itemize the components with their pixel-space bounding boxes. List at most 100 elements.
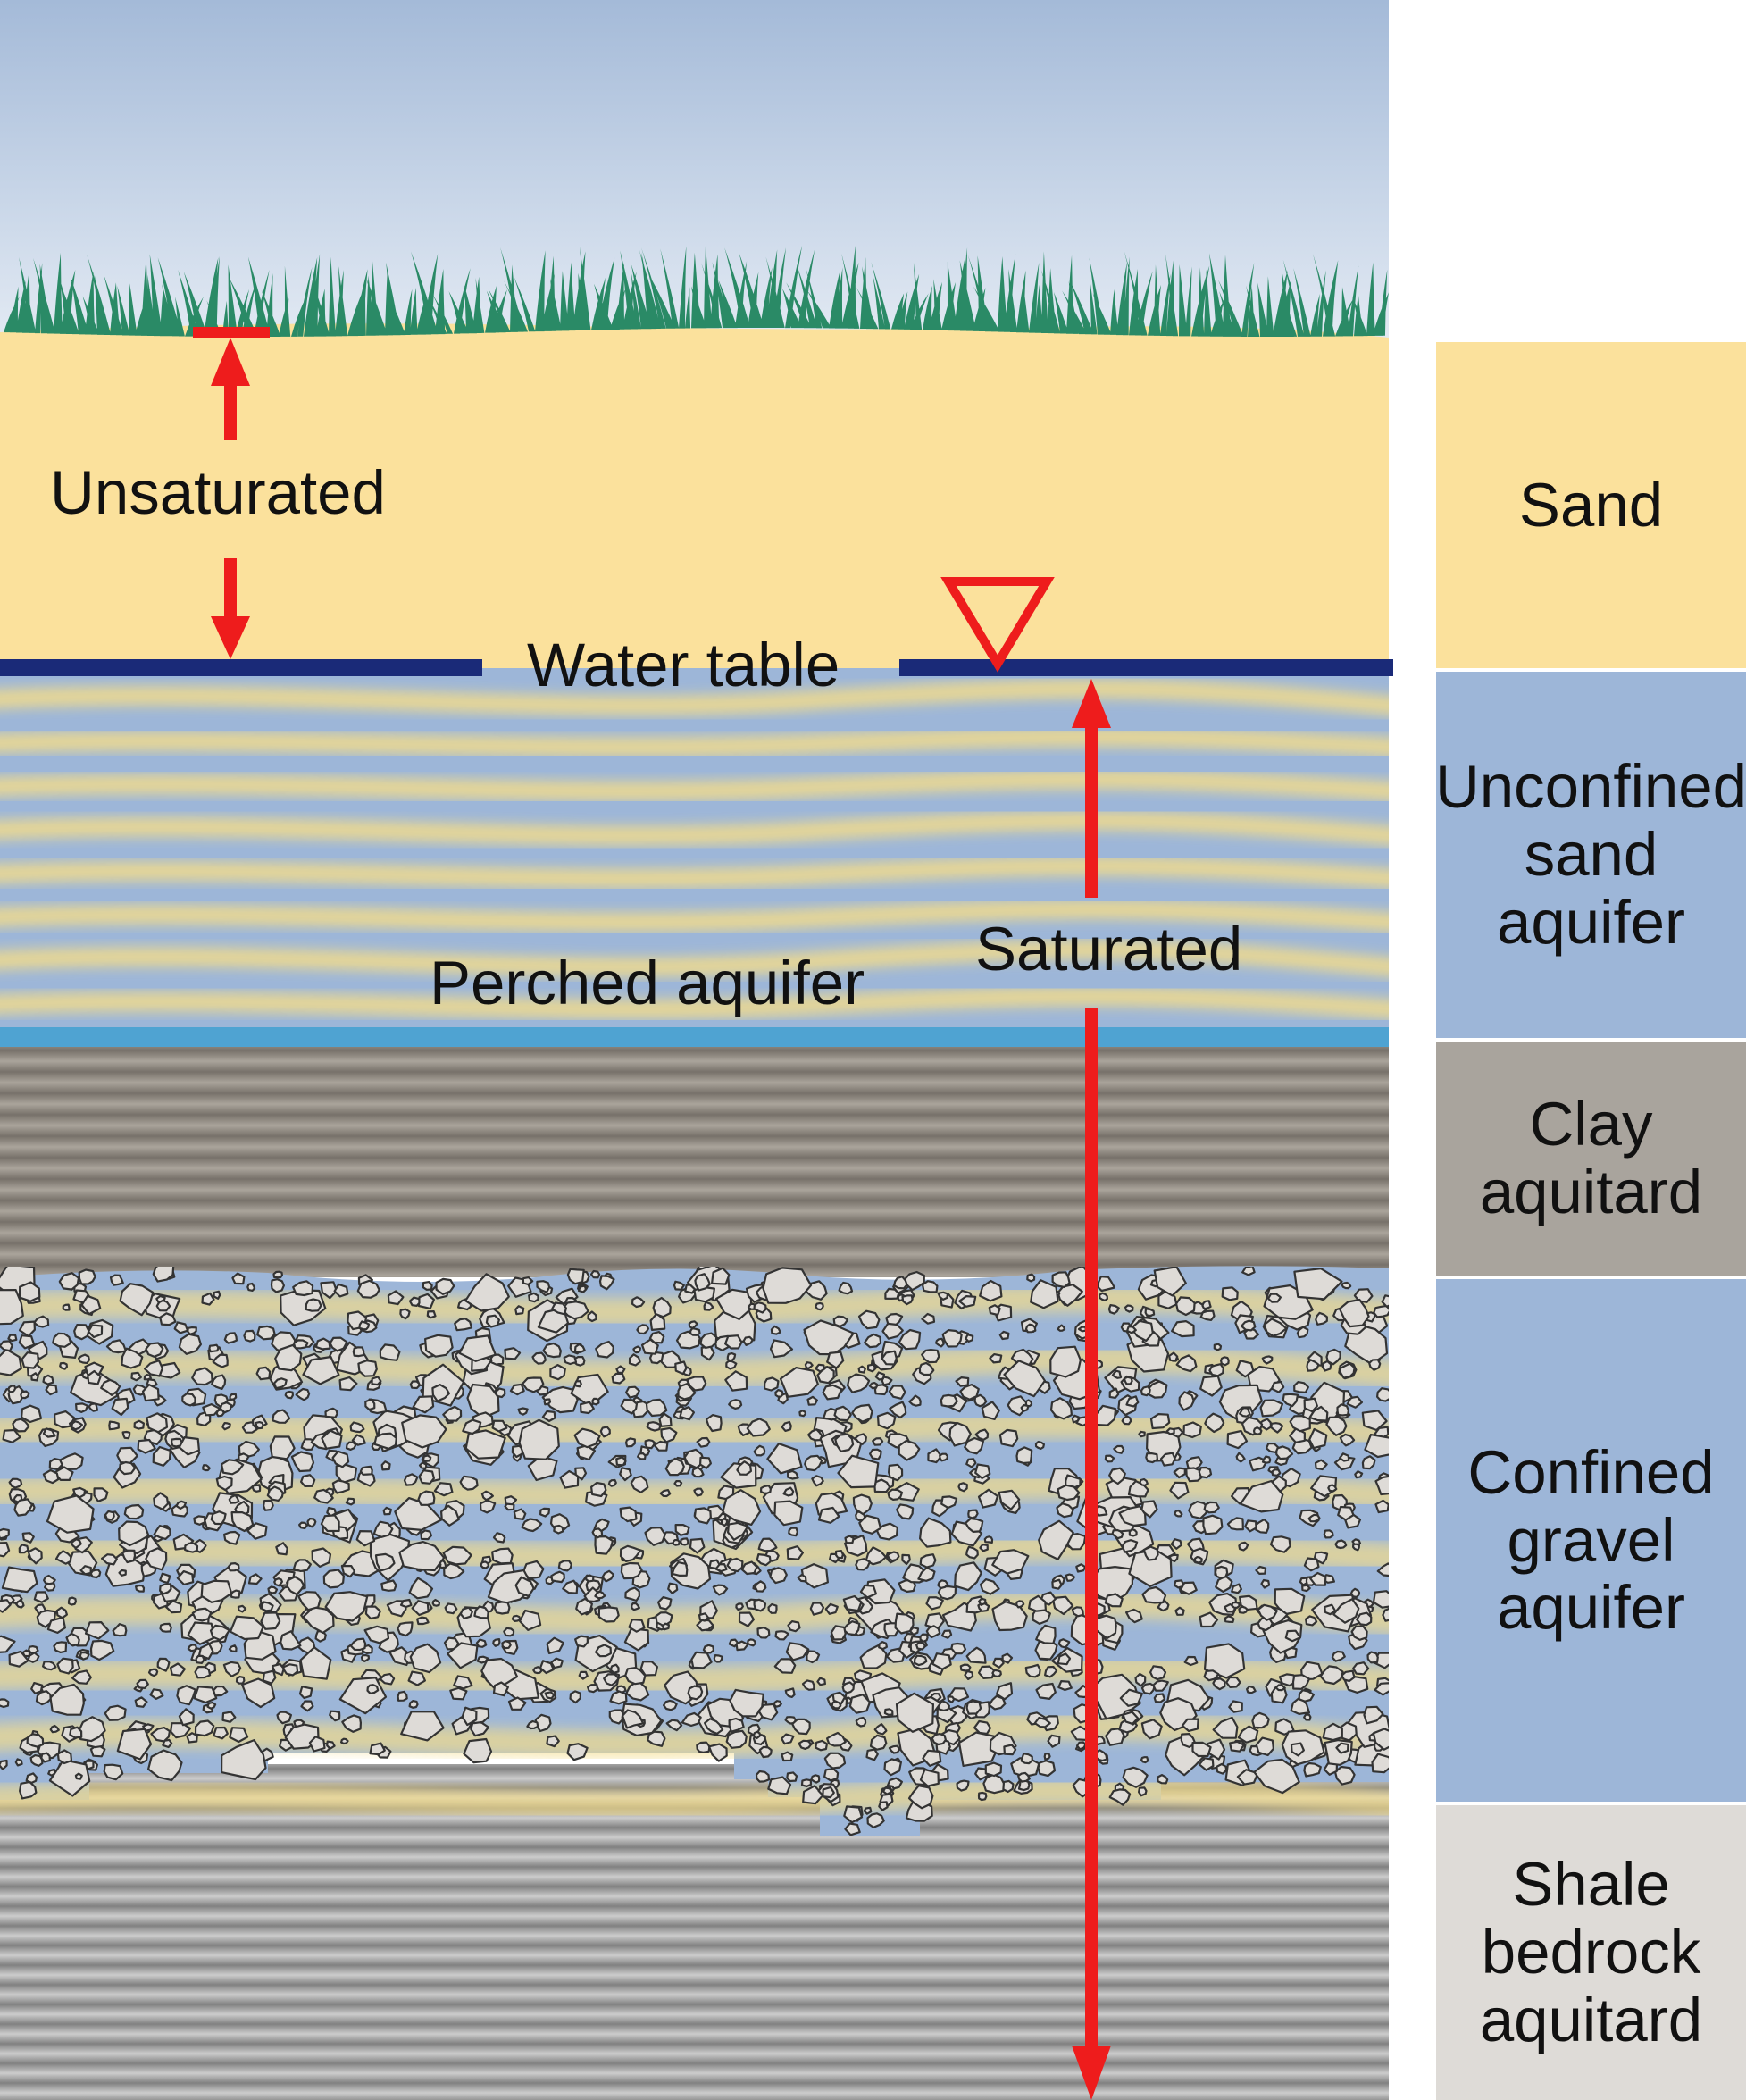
pebble <box>473 1605 489 1619</box>
pebble <box>1257 1603 1278 1621</box>
pebble <box>873 1478 891 1493</box>
sediment-band <box>0 1345 1389 1388</box>
pebble <box>359 1465 373 1476</box>
pebble <box>800 1778 813 1788</box>
pebble <box>937 1291 949 1301</box>
pebble <box>49 1683 85 1716</box>
pebble <box>878 1801 889 1811</box>
pebble <box>246 1282 256 1293</box>
pebble <box>681 1711 702 1728</box>
pebble <box>1270 1422 1284 1434</box>
pebble <box>45 1384 58 1396</box>
pebble <box>917 1566 936 1582</box>
pebble <box>1238 1541 1249 1552</box>
pebble <box>965 1458 977 1468</box>
legend-confined-label: Confined gravel aquifer <box>1467 1437 1715 1643</box>
pebble <box>594 1590 606 1600</box>
pebble <box>1030 1279 1059 1309</box>
pebble <box>1263 1318 1288 1337</box>
pebble <box>194 1719 215 1737</box>
pebble <box>88 1402 99 1412</box>
pebble <box>619 1506 638 1523</box>
pebble <box>598 1275 615 1291</box>
pebble <box>143 1373 152 1381</box>
pebble <box>648 1330 665 1344</box>
pebble <box>74 1772 83 1780</box>
pebble <box>738 1611 756 1627</box>
pebble <box>557 1560 572 1572</box>
pebble <box>859 1584 878 1599</box>
pebble <box>925 1625 941 1639</box>
pebble <box>661 1622 671 1631</box>
pebble <box>1124 1608 1143 1624</box>
pebble <box>388 1646 411 1667</box>
pebble <box>241 1677 276 1709</box>
pebble <box>1306 1359 1320 1372</box>
pebble <box>881 1786 893 1795</box>
pebble <box>1113 1444 1125 1454</box>
pebble <box>463 1737 493 1764</box>
pebble <box>118 1569 127 1577</box>
pebble <box>1043 1753 1051 1761</box>
pebble <box>7 1334 18 1343</box>
pebble <box>293 1339 309 1350</box>
pebble <box>964 1669 974 1681</box>
pebble <box>599 1426 611 1438</box>
sediment-band <box>0 1777 1389 1819</box>
pebble <box>371 1376 382 1386</box>
pebble <box>27 1547 43 1565</box>
pebble <box>313 1488 334 1504</box>
pebble <box>1204 1412 1225 1434</box>
pebble <box>491 1547 514 1565</box>
pebble <box>998 1489 1021 1510</box>
pebble <box>887 1463 904 1482</box>
saturated-up-arrow-shaft <box>1085 724 1098 898</box>
pebble <box>442 1545 472 1566</box>
pebble <box>1098 1292 1109 1302</box>
pebble <box>0 1340 13 1352</box>
pebble <box>147 1668 159 1677</box>
pebble <box>53 1641 68 1654</box>
pebble <box>728 1717 745 1733</box>
pebble <box>1065 1573 1076 1582</box>
pebble <box>866 1363 877 1373</box>
pebble <box>221 1738 267 1781</box>
pebble <box>595 1340 614 1359</box>
pebble <box>1215 1575 1233 1594</box>
pebble <box>702 1644 715 1654</box>
grass-blades <box>4 245 1390 337</box>
pebble <box>603 1673 620 1686</box>
sediment-band <box>0 1284 1389 1326</box>
pebble <box>454 1318 473 1332</box>
pebble <box>865 1748 879 1761</box>
saturated-label: Saturated <box>975 915 1243 983</box>
pebble <box>817 1506 840 1524</box>
pebble <box>36 1609 57 1628</box>
pebble <box>1308 1427 1328 1450</box>
pebble <box>1228 1700 1243 1713</box>
pebble <box>615 1365 626 1374</box>
pebble <box>1149 1412 1171 1430</box>
pebble <box>528 1292 539 1303</box>
pebble <box>578 1670 589 1680</box>
unsaturated-down-arrowhead <box>211 616 250 659</box>
pebble <box>831 1691 847 1705</box>
pebble <box>273 1377 288 1390</box>
pebble <box>147 1749 183 1782</box>
pebble <box>698 1456 713 1469</box>
perched-aquifer-line <box>0 1027 1389 1047</box>
pebble <box>573 1380 582 1388</box>
pebble <box>832 1315 849 1328</box>
pebble <box>331 1450 350 1468</box>
pebble <box>116 1728 153 1761</box>
pebble <box>1125 1395 1140 1408</box>
pebble <box>0 1527 10 1540</box>
pebble <box>1169 1481 1190 1500</box>
pebble <box>1178 1391 1195 1411</box>
pebble <box>84 1620 110 1640</box>
pebble <box>1221 1286 1239 1301</box>
pebble <box>485 1314 501 1328</box>
water-table-line-left <box>0 659 482 676</box>
pebble <box>1335 1742 1349 1754</box>
pebble <box>442 1405 463 1422</box>
